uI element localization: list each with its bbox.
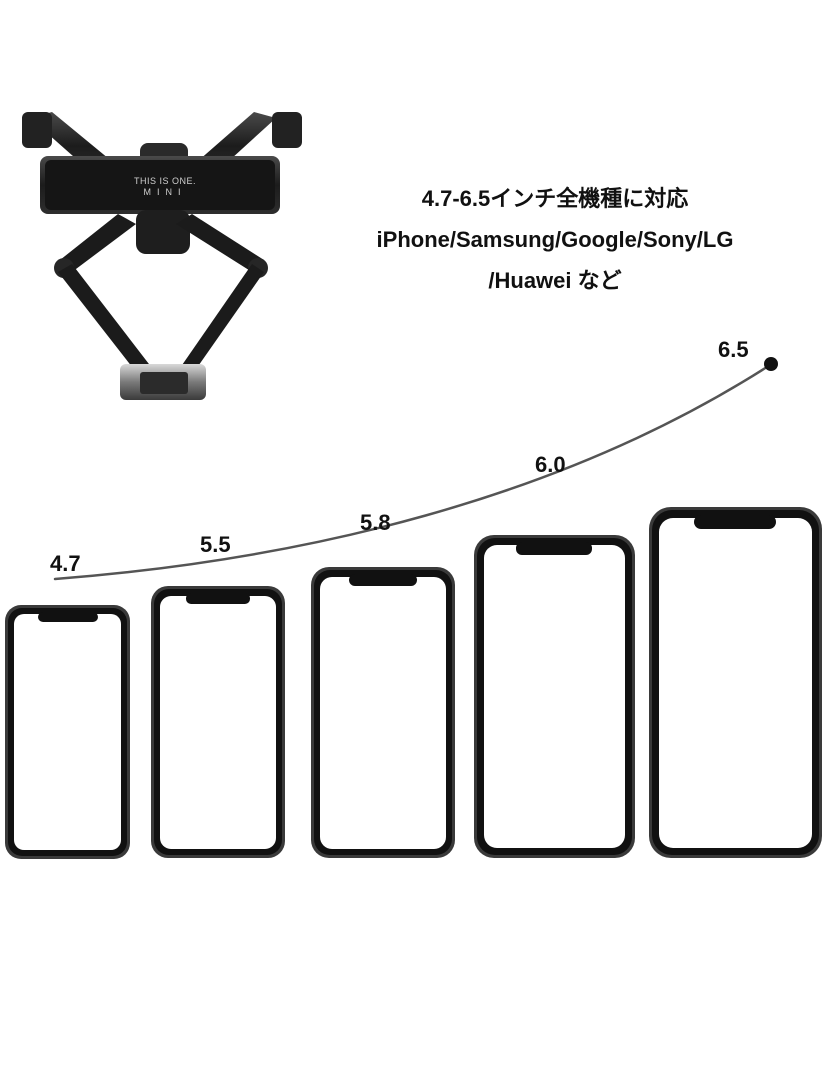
size-label-6-5: 6.5	[718, 337, 749, 362]
phone-5-8	[311, 567, 455, 858]
phone-6-0	[474, 535, 635, 858]
headline-line2: iPhone/Samsung/Google/Sony/LG	[376, 227, 734, 252]
size-label-5-5: 5.5	[200, 532, 231, 557]
headline-line3: /Huawei など	[488, 268, 622, 293]
product-logo: THIS IS ONE. MINI	[120, 176, 210, 198]
size-label-4-7: 4.7	[50, 551, 81, 576]
size-label-5-8: 5.8	[360, 510, 391, 535]
phone-6-5	[649, 507, 822, 858]
phone-4-7	[5, 605, 130, 859]
headline-line1: 4.7-6.5インチ全機種に対応	[421, 186, 689, 211]
phone-5-5	[151, 586, 285, 858]
size-curve-line	[53, 363, 772, 581]
curve-end-dot	[764, 357, 778, 371]
size-label-6-0: 6.0	[535, 452, 566, 477]
product-logo-line1: THIS IS ONE.	[133, 176, 196, 186]
product-logo-line2: MINI	[143, 187, 187, 197]
compatibility-headline: 4.7-6.5インチ全機種に対応 iPhone/Samsung/Google/S…	[300, 178, 810, 301]
